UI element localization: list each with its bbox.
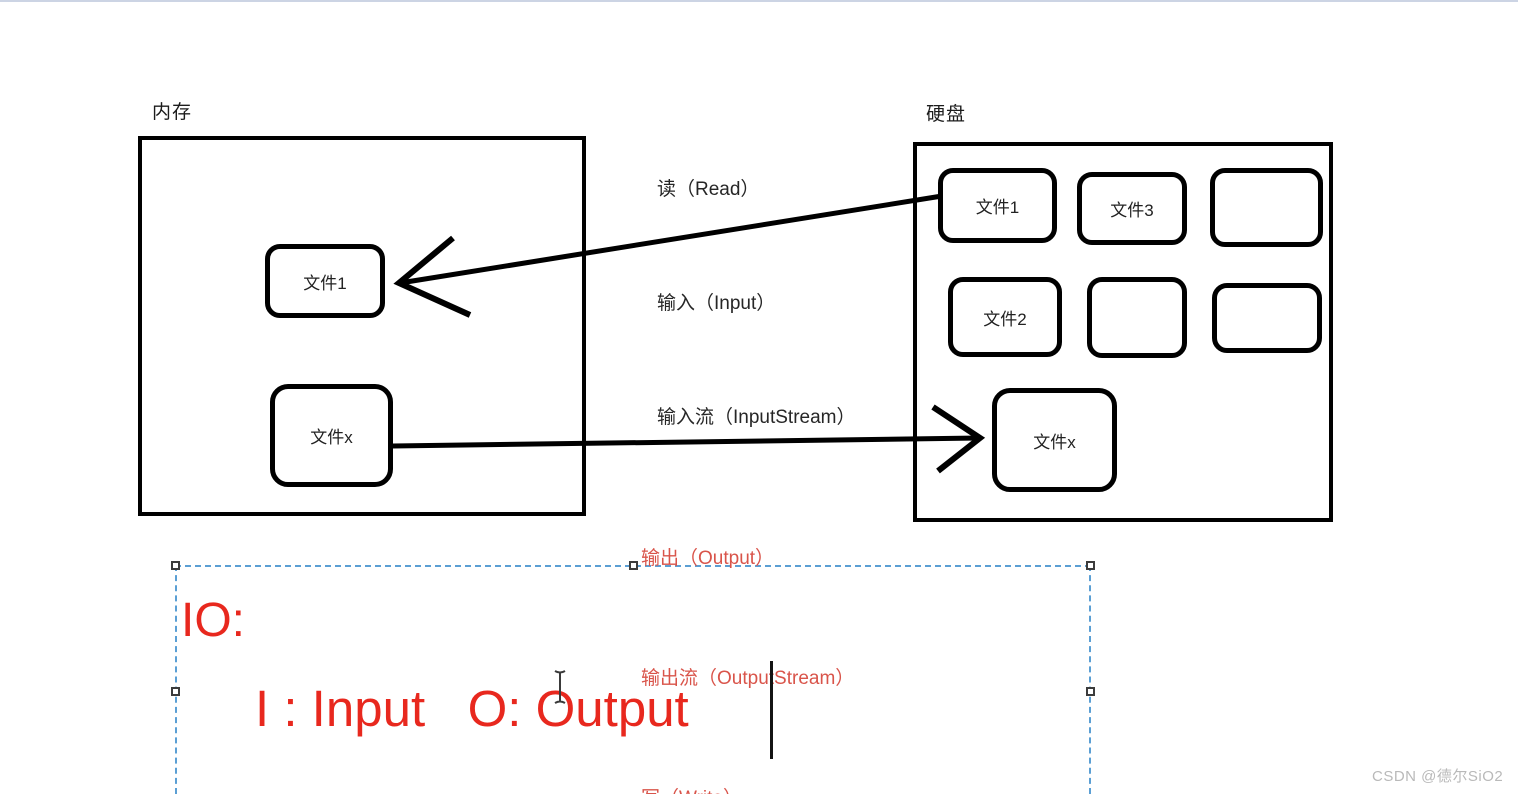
write-annotation-line-3: 写（Write）: [641, 779, 854, 794]
text-caret: [770, 661, 773, 759]
read-annotations: 读（Read） 输入（Input） 输入流（InputStream）: [657, 95, 856, 513]
selection-handle-top-right[interactable]: [1086, 561, 1095, 570]
window-top-edge: [0, 0, 1518, 2]
disk-file-2-node: 文件2: [948, 277, 1062, 357]
disk-file-1-node: 文件1: [938, 168, 1057, 243]
read-annotation-line-2: 输入（Input）: [657, 293, 776, 314]
disk-empty-node-3: [1212, 283, 1322, 353]
text-cursor-icon: [554, 670, 566, 704]
disk-file-x-label: 文件x: [1033, 432, 1076, 452]
read-annotation-line-3: 输入流（InputStream）: [657, 407, 856, 428]
disk-file-2-label: 文件2: [983, 309, 1027, 329]
watermark: CSDN @德尔SiO2: [1372, 768, 1504, 785]
memory-zone-label: 内存: [152, 102, 193, 123]
disk-empty-node-2: [1087, 277, 1187, 358]
disk-file-1-label: 文件1: [975, 198, 1020, 217]
write-annotations: 输出（Output） 输出流（OutputStream） 写（Write）: [641, 459, 854, 794]
disk-file-3-node: 文件3: [1077, 172, 1187, 245]
memory-file-x-label: 文件x: [310, 428, 353, 447]
read-annotation-line-1: 读（Read）: [657, 179, 760, 200]
memory-file-x-node: 文件x: [270, 384, 393, 487]
selection-handle-top-left[interactable]: [171, 561, 180, 570]
disk-empty-node-1: [1210, 168, 1323, 247]
editor-text-line-1[interactable]: IO:: [181, 594, 246, 647]
disk-zone-label: 硬盘: [926, 104, 967, 125]
selection-handle-right-middle[interactable]: [1086, 687, 1095, 696]
selection-handle-top-middle[interactable]: [629, 561, 638, 570]
memory-file-1-label: 文件1: [303, 273, 347, 293]
write-annotation-line-2: 输出流（OutputStream）: [641, 668, 855, 689]
editor-text-line-2[interactable]: I : Input O: Output: [255, 680, 689, 737]
memory-file-1-node: 文件1: [265, 244, 385, 318]
disk-file-x-node: 文件x: [992, 388, 1117, 492]
disk-file-3-label: 文件3: [1110, 201, 1154, 220]
write-annotation-line-1: 输出（Output）: [641, 548, 775, 569]
selection-handle-left-middle[interactable]: [171, 687, 180, 696]
